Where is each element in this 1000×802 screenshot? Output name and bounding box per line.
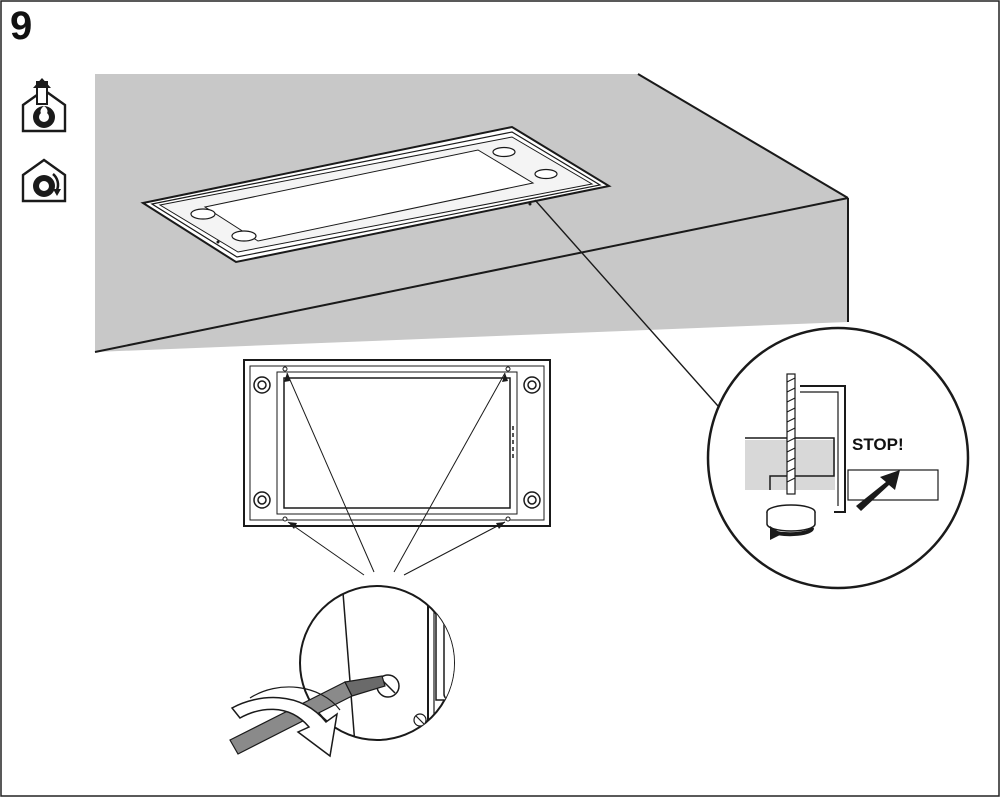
step-number: 9: [10, 4, 33, 48]
stop-label: STOP!: [852, 435, 904, 454]
rotation-arrow-icon: [230, 696, 339, 758]
grease-filter-light: [492, 146, 516, 158]
rotate-arrow-icon: [770, 526, 782, 540]
ducted-extraction-house-icon: [21, 78, 67, 133]
stop-arrow-icon: [856, 470, 900, 511]
callout-leader-line: [534, 199, 719, 407]
screwdriver-shaft: [344, 675, 386, 697]
grease-filter-light: [534, 168, 558, 180]
hood-front-view: [243, 359, 551, 527]
recirculation-house-icon: [21, 158, 67, 203]
screw-leader-lines: [286, 372, 506, 576]
hood-in-ceiling: [140, 125, 612, 264]
leader-arrowheads: [284, 373, 508, 529]
grease-filter-light: [190, 208, 216, 220]
grease-filter-light: [231, 230, 257, 242]
screwdriver-detail: [229, 585, 455, 758]
screw-stop-detail: STOP!: [706, 326, 970, 590]
